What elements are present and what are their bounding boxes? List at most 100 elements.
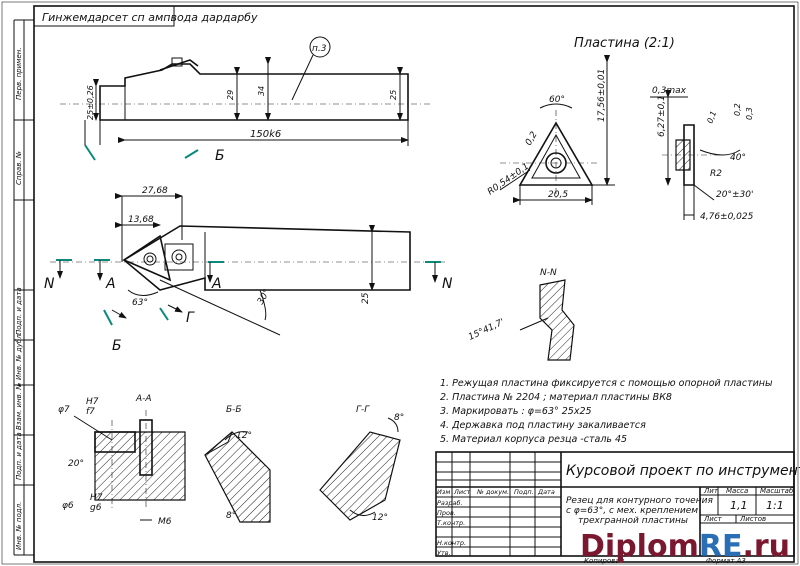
left-side-strip: Перв. примен. Справ. № Подп. и дата Инв.…	[13, 19, 34, 556]
dim-27-68: 27,68	[142, 186, 168, 196]
tb-row-nkontr: Н.контр.	[437, 539, 466, 547]
dim-25-top: 25	[389, 90, 398, 100]
tb-mass: Масса	[726, 487, 748, 495]
mark-a-right: A	[211, 276, 222, 292]
tb-row-razrab: Разраб.	[437, 499, 463, 507]
section-nn-dim: 15°41,7'	[467, 317, 506, 342]
insert-r054: R0,54±0,1	[486, 162, 531, 198]
watermark-part2: RE	[698, 529, 743, 564]
section-bb-label: Б-Б	[226, 405, 242, 415]
mark-n-left: N	[44, 276, 55, 292]
section-mark-b-top: Б	[215, 148, 225, 164]
insert-03-side: 0,3	[745, 107, 754, 120]
strip-label-7: Инв. № подл.	[15, 502, 23, 550]
section-aa: A-A φ7 H7 f7 20° φ6 H7 g6 M6	[58, 394, 186, 527]
aa-f7: f7	[86, 407, 95, 417]
aa-h7-bot: H7	[90, 493, 103, 503]
bb-8deg: 8°	[226, 511, 236, 521]
mark-g: Г	[186, 310, 195, 326]
strip-label-4: Инв. № дубл.	[15, 332, 23, 380]
note-4: 4. Державка под пластину закаливается	[440, 420, 646, 431]
strip-label-1: Перв. примен.	[15, 47, 23, 100]
insert-01: 0,1	[705, 110, 718, 125]
insert-20deg30: 20°±30'	[716, 190, 753, 200]
dim-63deg: 63°	[132, 298, 148, 308]
tb-col-sign: Подп.	[514, 488, 534, 496]
aa-phi7: φ7	[58, 405, 70, 415]
dim-13-68: 13,68	[128, 215, 154, 225]
insert-6-27: 6,27±0,1	[657, 95, 667, 137]
strip-label-3: Подп. и дата	[15, 287, 23, 335]
insert-r2: R2	[710, 169, 722, 179]
title-block: Изм Лист № докум. Подп. Дата Разраб. Про…	[435, 451, 800, 565]
tb-col-izm: Изм	[437, 488, 450, 496]
aa-20deg: 20°	[68, 459, 84, 469]
section-nn-label: N-N	[540, 268, 557, 278]
tb-row-prov: Пров.	[437, 509, 456, 517]
strip-label-6: Подп. и дата	[15, 432, 23, 480]
mark-a-left: A	[105, 276, 116, 292]
tb-project-title: Курсовой проект по инструменту	[566, 463, 800, 479]
aa-phi6: φ6	[62, 501, 74, 511]
tb-format: Формат А3	[706, 557, 746, 565]
dim-34: 34	[257, 86, 266, 96]
insert-02: 0,2	[524, 130, 540, 148]
section-gg-label: Г-Г	[356, 405, 370, 415]
strip-label-5: Взам. инв. №	[15, 382, 23, 430]
callout-p3: п.3	[312, 44, 327, 54]
tb-copied: Копировал	[584, 557, 625, 565]
tb-sheet: Лист	[703, 515, 723, 523]
dim-29: 29	[226, 90, 235, 100]
section-gg: Г-Г 8° 12°	[319, 405, 404, 523]
watermark: DiplomRE.ru	[580, 529, 790, 564]
tb-sheets: Листов	[739, 515, 766, 523]
section-aa-label: A-A	[135, 394, 152, 404]
section-bb: Б-Б 12° 8°	[204, 405, 271, 523]
dim-25-026: 25±0,26	[86, 85, 95, 120]
mark-n-right: N	[442, 276, 453, 292]
tb-desc-3: трехгранной пластины	[578, 516, 688, 526]
insert-20-5: 20,5	[548, 190, 568, 200]
aa-m6: M6	[158, 517, 172, 527]
tb-mass-value: 1,1	[730, 499, 748, 512]
technical-notes: 1. Режущая пластина фиксируется с помощь…	[440, 378, 773, 445]
dim-150k6: 150k6	[250, 129, 281, 140]
front-view: 27,68 13,68 63° 30° 25 N A A N Б Г	[44, 186, 453, 354]
tb-scale-value: 1:1	[766, 499, 784, 512]
inner-frame	[33, 5, 795, 563]
top-view: 25±0,26 29 34 25 150k6 п.3 Б	[60, 36, 430, 164]
watermark-part3: .ru	[742, 529, 790, 564]
tb-desc-2: с φ=63°, с мех. креплением	[566, 506, 698, 516]
strip-label-2: Справ. №	[15, 151, 23, 185]
note-2: 2. Пластина № 2204 ; материал пластины В…	[440, 392, 672, 403]
tb-col-list: Лист	[453, 488, 471, 496]
tb-lit: Лит	[703, 487, 719, 495]
tb-desc-1: Резец для контурного точения	[566, 496, 713, 506]
note-3: 3. Маркировать : φ=63° 25х25	[440, 406, 592, 417]
insert-17-56: 17,56±0,01	[597, 69, 607, 122]
gg-12deg: 12°	[372, 513, 388, 523]
tb-row-tkontr: Т.контр.	[437, 519, 465, 527]
tb-row-utv: Утв.	[437, 549, 451, 557]
insert-title: Пластина (2:1)	[574, 36, 675, 51]
tb-col-date: Дата	[537, 488, 555, 496]
insert-02-side: 0,2	[733, 103, 742, 116]
watermark-part1: Diplom	[580, 529, 699, 564]
insert-40deg: 40°	[730, 153, 746, 163]
insert-4-76: 4,76±0,025	[700, 212, 754, 222]
section-nn: N-N 15°41,7'	[467, 268, 575, 361]
aa-g6: g6	[90, 503, 102, 513]
tb-scale: Масштаб	[760, 487, 794, 495]
gg-8deg: 8°	[394, 413, 404, 423]
top-stamp-box	[33, 5, 175, 27]
insert-03max: 0,3max	[652, 86, 687, 96]
tb-col-doc: № докум.	[476, 488, 509, 496]
insert-view: Пластина (2:1) 60° 0,2 R0,54±0,1 20,5 17…	[486, 36, 754, 222]
bb-12deg: 12°	[236, 431, 252, 441]
top-stamp-text: Гинжемдарсет сп ампвода дардарбу	[42, 11, 258, 24]
note-5: 5. Материал корпуса резца -сталь 45	[440, 434, 627, 445]
mark-b-front: Б	[112, 338, 122, 354]
note-1: 1. Режущая пластина фиксируется с помощь…	[440, 378, 773, 389]
insert-60deg: 60°	[549, 95, 565, 105]
